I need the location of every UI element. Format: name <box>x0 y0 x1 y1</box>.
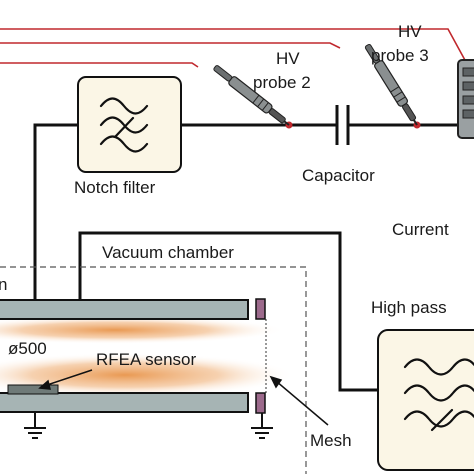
hv-probe-2-label-line1: HV <box>276 49 300 68</box>
ground-icon <box>251 413 273 439</box>
wire-chamber-top <box>78 231 380 392</box>
wave-filter-icon <box>403 358 474 432</box>
rfea-sensor <box>7 384 59 395</box>
ground-icon <box>24 412 46 439</box>
probe-wires <box>0 28 467 68</box>
hv-probe-3-icon <box>364 43 418 126</box>
probe-wire-2a <box>0 42 341 49</box>
mesh-block-upper <box>255 298 266 320</box>
high-pass-label: High pass <box>371 298 447 317</box>
plasma-glow-upper <box>0 316 285 344</box>
vacuum-chamber-label: Vacuum chamber <box>102 243 234 262</box>
rfea-arrowhead <box>38 379 51 390</box>
mesh-arrowhead <box>269 375 283 389</box>
diameter-label: ø500 <box>8 339 47 358</box>
plasma-glow-lower <box>0 353 295 397</box>
left-cut-label: n <box>0 275 7 294</box>
probe-wire-3 <box>0 28 467 63</box>
vacuum-chamber-outline <box>0 266 307 474</box>
hv-probe-3-label-line1: HV <box>398 22 422 41</box>
leader-arrows <box>38 369 329 426</box>
notch-filter-label: Notch filter <box>74 178 156 197</box>
probe-wire-2b <box>0 62 199 68</box>
mesh-leader-line <box>275 380 329 426</box>
rfea-sensor-label: RFEA sensor <box>96 350 196 369</box>
current-probe-label: Current <box>392 220 449 239</box>
current-probe-icon <box>457 59 474 139</box>
lower-electrode <box>0 392 249 413</box>
high-pass-box <box>377 329 474 471</box>
hv-probe-2-icon <box>213 65 290 126</box>
mesh-label: Mesh <box>310 431 352 450</box>
notch-filter-box <box>77 76 182 173</box>
wave-filter-icon <box>99 97 149 153</box>
mesh-block-lower <box>255 392 266 414</box>
hv-probe-2-label-line2: probe 2 <box>253 73 311 92</box>
hv-probe-3-label-line2: probe 3 <box>371 46 429 65</box>
capacitor <box>335 105 350 145</box>
signal-line <box>33 123 465 392</box>
upper-electrode <box>0 299 249 320</box>
capacitor-label: Capacitor <box>302 166 375 185</box>
wire-left-to-notch <box>33 123 78 300</box>
rfea-leader-line <box>43 369 93 387</box>
